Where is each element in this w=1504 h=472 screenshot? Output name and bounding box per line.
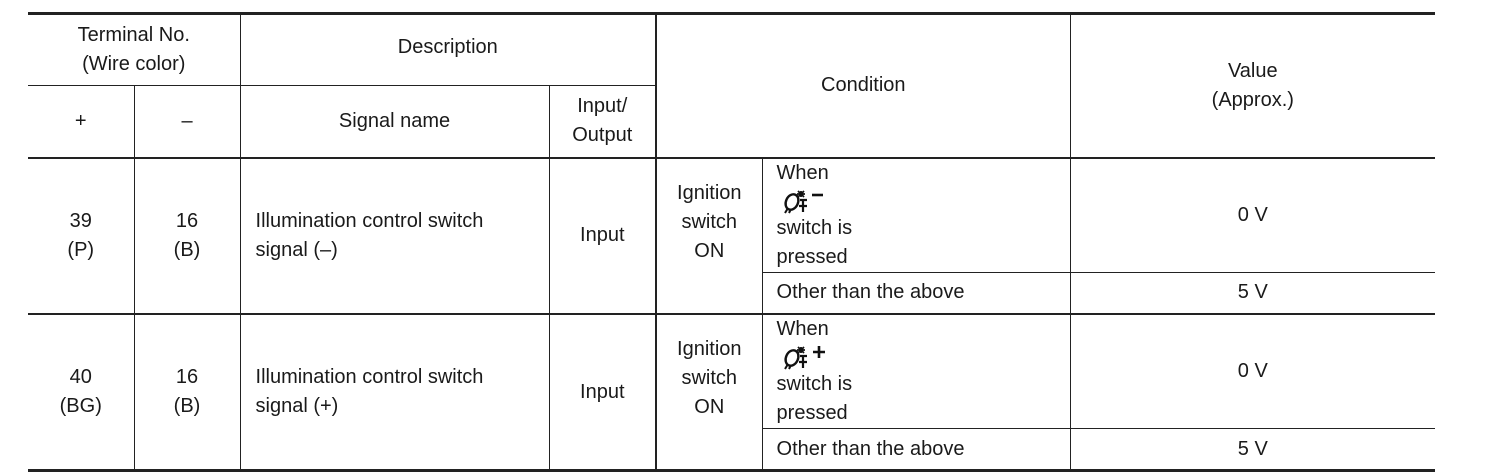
io-cell: Input xyxy=(548,157,658,315)
condition-when-text: When xyxy=(776,161,829,184)
illumination-plus-icon xyxy=(783,344,1060,370)
minus-terminal-cell: 16 (B) xyxy=(133,157,241,315)
value-cell: 5 V xyxy=(1069,428,1436,472)
minus-header: – xyxy=(133,85,241,159)
table-row: 40 (BG) 16 (B) Illumination control swit… xyxy=(28,313,1436,472)
other-condition: Other than the above xyxy=(761,428,1071,472)
ignition-line2: switch xyxy=(681,210,738,233)
signal-name-line1: Illumination control switch xyxy=(255,366,484,388)
illumination-minus-icon xyxy=(783,188,1060,214)
minus-wire-color: (B) xyxy=(173,238,201,261)
signal-name-line2: signal (+) xyxy=(255,395,339,417)
minus-terminal-cell: 16 (B) xyxy=(133,313,241,472)
value-cell: 0 V xyxy=(1069,313,1436,429)
signal-name-cell: Illumination control switch signal (–) xyxy=(239,157,550,315)
minus-terminal-no: 16 xyxy=(175,209,199,232)
other-condition: Other than the above xyxy=(761,271,1071,315)
value-header-line1: Value xyxy=(1227,59,1278,82)
terminal-header-line1: Terminal No. xyxy=(77,24,190,46)
signal-name-cell: Illumination control switch signal (+) xyxy=(239,313,550,472)
ignition-condition-cell: Ignition switch ON xyxy=(655,157,763,315)
value-header-line2: (Approx.) xyxy=(1211,88,1294,111)
plus-terminal-cell: 39 (P) xyxy=(28,157,135,315)
plus-terminal-no: 40 xyxy=(69,366,92,388)
condition-header: Condition xyxy=(655,12,1071,159)
ignition-line3: ON xyxy=(694,396,725,418)
description-header: Description xyxy=(239,12,658,86)
switch-pressed-condition: When switch is pressed xyxy=(761,157,1071,273)
minus-terminal-no: 16 xyxy=(175,366,199,388)
plus-wire-color: (BG) xyxy=(59,395,102,417)
minus-wire-color: (B) xyxy=(173,395,201,417)
signal-name-line1: Illumination control switch xyxy=(255,209,484,232)
condition-switch-text: switch is xyxy=(776,216,853,239)
ignition-line1: Ignition xyxy=(677,338,742,360)
io-header-line1: Input/ xyxy=(577,95,628,118)
switch-pressed-condition: When switch is pressed xyxy=(761,313,1071,429)
value-cell: 0 V xyxy=(1069,157,1436,273)
ignition-condition-cell: Ignition switch ON xyxy=(655,313,763,472)
terminal-spec-table: Terminal No. (Wire color) Description Co… xyxy=(28,12,1436,472)
ignition-line3: ON xyxy=(694,239,725,262)
terminal-header: Terminal No. (Wire color) xyxy=(28,12,241,86)
plus-terminal-cell: 40 (BG) xyxy=(28,313,135,472)
value-cell: 5 V xyxy=(1069,271,1436,315)
signal-name-line2: signal (–) xyxy=(255,238,338,261)
condition-pressed-text: pressed xyxy=(776,245,848,268)
value-header: Value (Approx.) xyxy=(1069,12,1436,159)
plus-header: + xyxy=(28,85,135,159)
io-cell: Input xyxy=(548,313,658,472)
io-header-line2: Output xyxy=(572,124,633,147)
ignition-line1: Ignition xyxy=(677,181,742,204)
io-header: Input/ Output xyxy=(548,85,658,159)
ignition-line2: switch xyxy=(681,367,738,389)
plus-terminal-no: 39 xyxy=(69,209,92,232)
condition-switch-text: switch is xyxy=(776,373,853,395)
signal-name-header: Signal name xyxy=(239,85,550,159)
condition-when-text: When xyxy=(776,318,829,340)
plus-wire-color: (P) xyxy=(67,238,95,261)
table-row: Other than the above 5 V xyxy=(28,271,1436,315)
terminal-header-line2: (Wire color) xyxy=(82,53,186,75)
table-row: 39 (P) 16 (B) Illumination control switc… xyxy=(28,157,1436,315)
condition-pressed-text: pressed xyxy=(776,402,848,424)
